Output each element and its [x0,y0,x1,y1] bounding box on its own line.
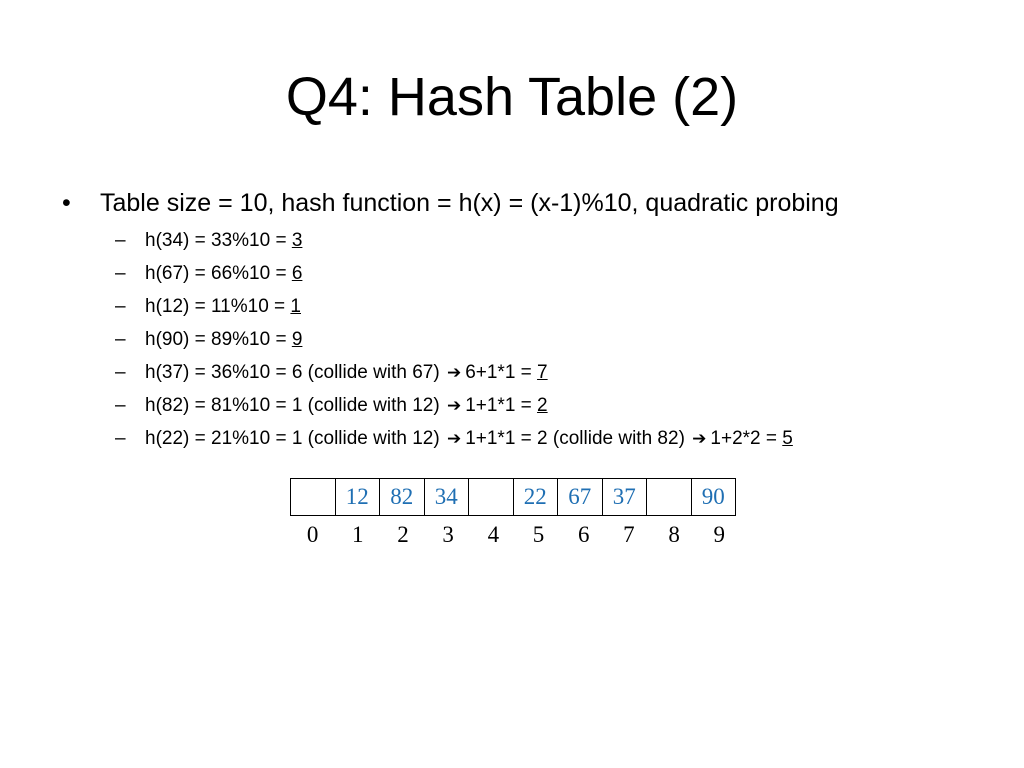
hash-slot-2: 82 [379,478,425,516]
formula-text: h(22) = 21%10 = 1 (collide with 12) [145,428,440,449]
arrow-right-icon: ➔ [446,429,462,449]
hash-result: 9 [291,329,303,350]
formula-text: h(12) = 11%10 = [145,296,291,317]
hash-slot-6: 67 [557,478,603,516]
hash-result: 2 [537,395,548,416]
probe-text: 1+2*2 = [710,428,783,449]
sub-item-text: h(34) = 33%10 = 3 [145,226,302,256]
index-label: 7 [623,522,635,547]
bullet-marker: • [62,189,71,217]
index-label: 1 [352,522,364,547]
dash-marker: – [115,296,126,317]
hash-table-row: 12 82 34 22 67 37 90 [290,478,736,516]
sub-item-text: h(67) = 66%10 = 6 [145,259,302,289]
dash-marker: – [115,263,126,284]
index-label: 2 [397,522,409,547]
arrow-right-icon: ➔ [446,363,462,383]
index-label: 6 [577,522,590,547]
formula-text: h(67) = 66%10 = [145,263,292,284]
index-label: 9 [713,522,726,547]
hash-slot-9: 90 [690,478,736,516]
index-label: 8 [668,522,680,547]
dash-marker: – [115,395,126,416]
hash-slot-5: 22 [512,478,558,516]
hash-slot-8 [646,478,692,516]
dash-marker: – [115,428,126,449]
sub-item-text: h(37) = 36%10 = 6 (collide with 67) ➔6+1… [145,358,548,388]
formula-text: h(37) = 36%10 = 6 (collide with 67) [145,362,440,383]
slide-title: Q4: Hash Table (2) [285,67,739,127]
index-label: 3 [442,522,454,547]
probe-text: 1+1*1 = 2 (collide with 82) [465,428,685,449]
sub-item-text: h(90) = 89%10 = 9 [145,325,302,355]
index-label: 5 [532,522,545,547]
hash-slot-3: 34 [423,478,469,516]
hash-result: 1 [290,296,301,317]
dash-marker: – [115,329,126,350]
formula-text: h(90) = 89%10 = [145,329,292,350]
sub-item-text: h(22) = 21%10 = 1 (collide with 12) ➔1+1… [145,424,793,454]
hash-slot-0 [290,478,336,516]
hash-result: 3 [291,230,303,251]
sub-item-text: h(12) = 11%10 = 1 [145,292,301,322]
hash-slot-4 [468,478,514,516]
hash-slot-1: 12 [334,478,380,516]
hash-result: 5 [782,428,793,449]
index-row: 0 1 2 3 4 5 6 7 8 9 [290,518,742,552]
probe-text: 1+1*1 = [465,395,538,416]
arrow-right-icon: ➔ [446,396,462,416]
index-label: 0 [306,522,319,547]
index-label: 4 [487,522,500,547]
formula-text: h(34) = 33%10 = [145,230,292,251]
dash-marker: – [115,362,126,383]
dash-marker: – [115,230,126,251]
hash-slot-7: 37 [601,478,647,516]
arrow-right-icon: ➔ [692,429,707,449]
hash-result: 6 [291,263,303,284]
hash-result: 7 [537,362,548,383]
hash-table: 12 82 34 22 67 37 90 [290,478,736,516]
sub-item-text: h(82) = 81%10 = 1 (collide with 12) ➔1+1… [145,391,548,421]
probe-text: 6+1*1 = [465,362,538,383]
formula-text: h(82) = 81%10 = 1 (collide with 12) [145,395,440,416]
main-bullet-text: Table size = 10, hash function = h(x) = … [100,189,839,217]
